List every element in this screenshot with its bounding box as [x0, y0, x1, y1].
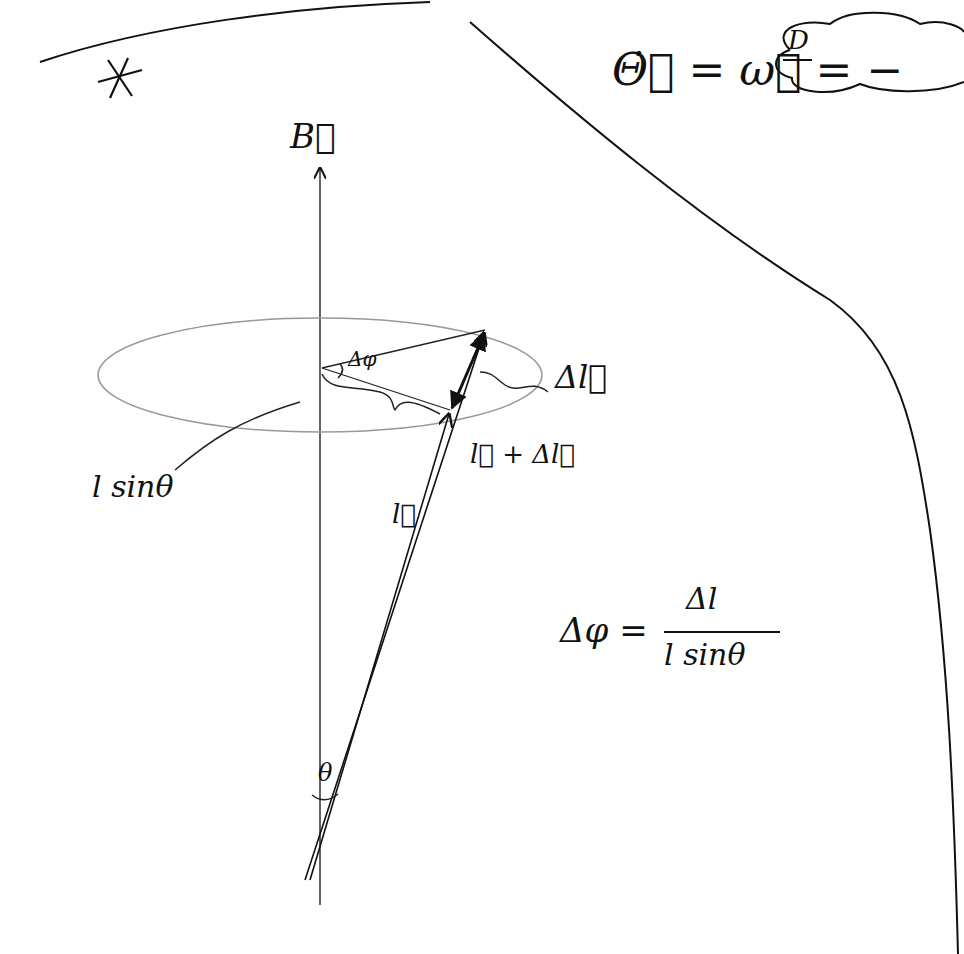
- angle-label: θ: [318, 760, 332, 786]
- vector-label: l⃗: [392, 500, 416, 529]
- length-label: l sinθ: [92, 470, 174, 503]
- angle-arc: [312, 794, 338, 800]
- field-axis: [319, 168, 320, 905]
- vector-label: Δl⃗: [555, 360, 608, 395]
- vector-label: l⃗ + Δl⃗: [470, 440, 575, 469]
- asterisk-symbol: [98, 58, 142, 98]
- boundary-curve: [470, 22, 958, 954]
- angle-arc: [338, 364, 343, 378]
- vector-label: B⃗: [290, 118, 335, 155]
- equation: Δφ =: [560, 612, 648, 649]
- boundary-curve: [40, 2, 430, 62]
- equation: Δl: [686, 582, 717, 615]
- leader-line: [175, 402, 300, 470]
- angle-label: Δφ: [348, 348, 376, 370]
- precession-circle: [98, 318, 542, 432]
- radius-line: [322, 330, 485, 368]
- delta-vector: [452, 334, 484, 408]
- vector-l: [305, 333, 484, 880]
- equation: Θ̇⃗ = ω⃗ = −: [612, 46, 903, 94]
- brace: [322, 374, 440, 414]
- fraction-bar: [664, 631, 780, 633]
- equation: l sinθ: [664, 638, 746, 671]
- leader-line: [480, 372, 548, 392]
- vector-l-plus-dl: [310, 414, 449, 880]
